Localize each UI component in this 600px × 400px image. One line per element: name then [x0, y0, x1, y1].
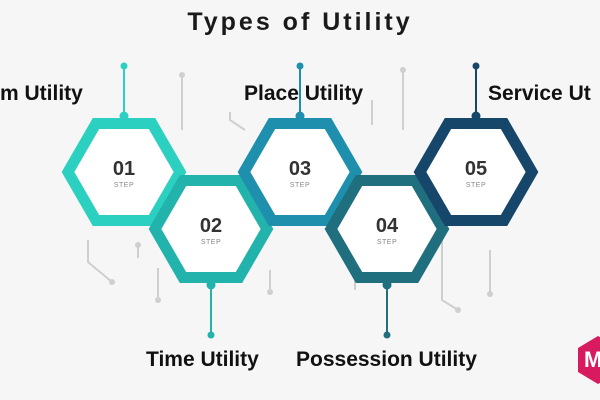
- circuit-line: [229, 112, 246, 131]
- step-1-number: 01: [113, 158, 135, 180]
- step-1-hexagon-shape: [61, 118, 187, 226]
- step-4-step-caption: STEP: [377, 239, 397, 246]
- step-3-connector-dot: [296, 62, 304, 70]
- circuit-node: [109, 279, 115, 285]
- step-1-label: m Utility: [0, 82, 83, 105]
- circuit-node: [179, 72, 185, 78]
- brand-logo: M: [578, 336, 600, 384]
- step-5-step-caption: STEP: [466, 182, 486, 189]
- circuit-node: [267, 289, 273, 295]
- step-4-label: Possession Utility: [296, 348, 477, 371]
- diagram-title: Types of Utility: [187, 8, 413, 36]
- step-4-hexagon-shape: [324, 175, 450, 283]
- circuit-line: [87, 240, 113, 283]
- circuit-node: [155, 297, 161, 303]
- brand-logo-text: M: [584, 347, 600, 372]
- step-2-number: 02: [200, 215, 222, 237]
- circuit-node: [400, 67, 406, 73]
- circuit-node: [135, 242, 141, 248]
- step-5-number: 05: [465, 158, 487, 180]
- step-4-number: 04: [376, 215, 399, 237]
- step-2-hexagon-shape: [148, 175, 274, 283]
- circuit-line: [441, 240, 459, 311]
- step-3-label: Place Utility: [244, 82, 364, 105]
- step-3-number: 03: [289, 158, 311, 180]
- step-2-step-caption: STEP: [201, 239, 221, 246]
- step-5-connector-dot: [472, 62, 480, 70]
- circuit-node: [455, 307, 461, 313]
- step-5-label: Service Ut: [488, 82, 591, 105]
- step-2-label: Time Utility: [146, 348, 259, 371]
- step-4-connector-dot: [383, 331, 391, 339]
- step-1-step-caption: STEP: [114, 182, 134, 189]
- circuit-node: [487, 291, 493, 297]
- step-1-connector-dot: [120, 62, 128, 70]
- step-3-step-caption: STEP: [290, 182, 310, 189]
- step-5-hexagon-shape: [413, 118, 539, 226]
- step-2-connector-dot: [207, 331, 215, 339]
- step-3-hexagon-shape: [237, 118, 363, 226]
